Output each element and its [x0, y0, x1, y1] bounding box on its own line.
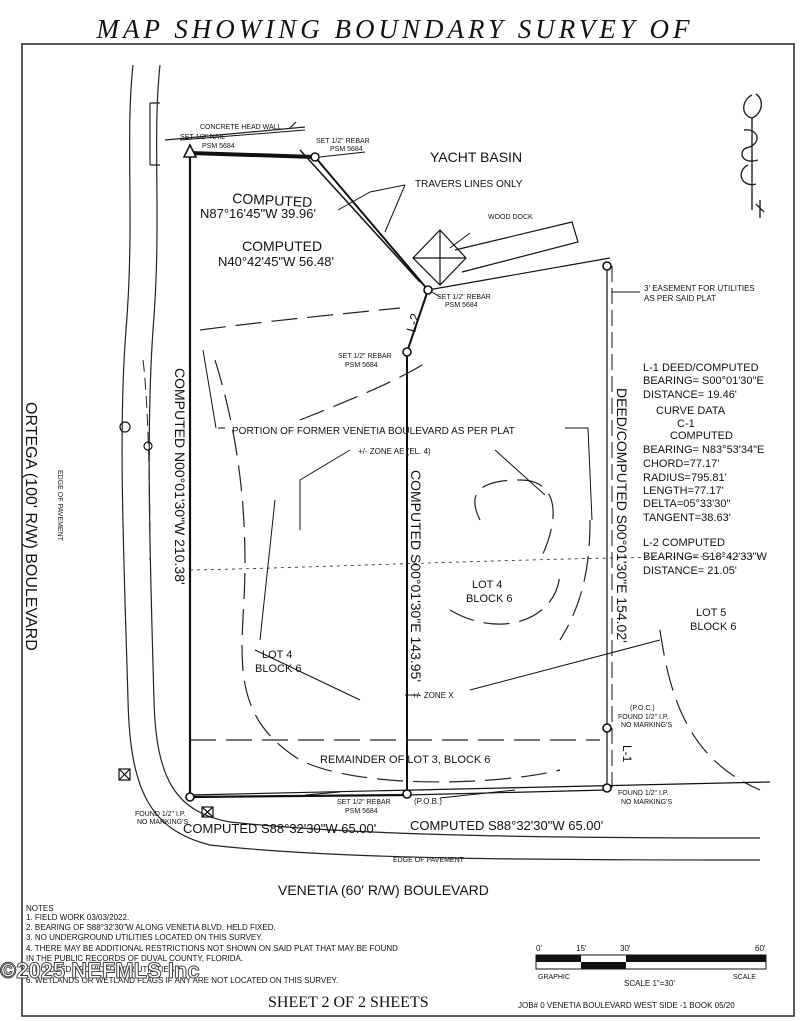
curve-row: L-2 COMPUTED	[643, 537, 725, 549]
label-lot5: LOT 5	[696, 607, 726, 619]
label-found-ip-1: FOUND 1/2" I.P.	[618, 714, 669, 721]
scale-tick: 60'	[755, 944, 766, 953]
wood-dock	[412, 221, 579, 286]
label-l2: L-2	[403, 312, 422, 334]
graphic-scale: 0' 15' 30' 60' GRAPHIC SCALE SCALE 1"=30…	[535, 944, 767, 988]
label-bottom-left-bearing: COMPUTED S88°32'30"W 65.00'	[183, 821, 376, 836]
boundary-lines	[188, 149, 771, 799]
scale-word-label: SCALE	[733, 974, 756, 981]
label-venetia: VENETIA (60' R/W) BOULEVARD	[278, 882, 489, 898]
note-line: 5. NO DEED PROVIDED FOR UTILITIES.	[26, 965, 176, 974]
label-n40: N40°42'45"W 56.48'	[218, 254, 334, 269]
label-concrete-head-wall: CONCRETE HEAD WALL	[200, 124, 282, 131]
label-found-ip-3: FOUND 1/2" I.P.	[135, 811, 186, 818]
label-set-rebar-4: SET 1/2" REBAR	[337, 799, 391, 806]
label-lot4-b: LOT 4	[262, 649, 292, 661]
sheet-number: SHEET 2 OF 2 SHEETS	[268, 994, 429, 1011]
curve-row: DELTA=05°33'30"	[643, 498, 730, 510]
label-zone-ae: +/- ZONE AE (EL. 4)	[358, 447, 431, 456]
label-rebar-psm-4: PSM 5684	[345, 808, 378, 815]
label-no-markings-1: NO MARKING'S	[621, 722, 672, 729]
job-number: JOB# 0 VENETIA BOULEVARD WEST SIDE -1 BO…	[518, 1001, 735, 1010]
curve-row: RADIUS=795.81'	[643, 472, 727, 484]
label-edge-pavement-left: EDGE OF PAVEMENT	[56, 470, 63, 542]
label-block6-c: BLOCK 6	[690, 621, 736, 633]
label-rebar-psm-2: PSM 5684	[445, 302, 478, 309]
label-set-nail: SET 1/2" NAIL	[180, 134, 225, 141]
note-line: 2. BEARING OF S88°32'30"W ALONG VENETIA …	[26, 923, 276, 932]
label-remainder: REMAINDER OF LOT 3, BLOCK 6	[320, 754, 490, 766]
label-left-bearing: COMPUTED N00°01'30"W 210.38'	[172, 368, 188, 585]
label-found-ip-2: FOUND 1/2" I.P.	[618, 790, 669, 797]
curve-row: BEARING= N83°53'34"E	[643, 444, 764, 456]
watermark: ©2025 NEFMLS Inc	[0, 958, 200, 983]
label-set-rebar-2: SET 1/2" REBAR	[437, 294, 491, 301]
curve-row: BEARING= S00°01'30"E	[643, 375, 764, 387]
label-pob: (P.O.B.)	[414, 797, 442, 806]
label-portion: PORTION OF FORMER VENETIA BOULEVARD AS P…	[232, 426, 515, 437]
flood-zone-lines	[190, 307, 761, 791]
label-ortega: ORTEGA (100' R/W) BOULEVARD	[22, 402, 39, 651]
marker-boxes	[118, 421, 214, 818]
curve-row: BEARING= S18°42'33"W	[643, 551, 767, 563]
label-no-markings-2: NO MARKING'S	[621, 799, 672, 806]
label-computed-1: COMPUTED	[232, 190, 313, 210]
label-block6-b: BLOCK 6	[255, 663, 301, 675]
label-easement-1: 3' EASEMENT FOR UTILITIES	[644, 284, 755, 293]
ortega-road-edges	[121, 64, 761, 861]
label-rebar-psm-1: PSM 5684	[330, 146, 363, 153]
curve-row: C-1	[677, 418, 695, 430]
curve-data-table: L-1 DEED/COMPUTED BEARING= S00°01'30"E D…	[643, 362, 767, 577]
scale-graphic-label: GRAPHIC	[538, 974, 570, 981]
note-line: 3. NO UNDERGROUND UTILITIES LOCATED ON T…	[26, 933, 263, 942]
sheet-border	[21, 43, 795, 1017]
label-right-bearing: DEED/COMPUTED S00°01'30"E 154.02'	[614, 388, 630, 643]
scale-tick: 0'	[536, 944, 542, 953]
map-title: MAP SHOWING BOUNDARY SURVEY OF	[96, 14, 694, 44]
label-l1: L-1	[620, 745, 634, 763]
label-computed-2: COMPUTED	[242, 238, 322, 254]
label-nail-psm: PSM 5684	[202, 143, 235, 150]
north-arrow-icon	[740, 93, 765, 218]
label-block6-a: BLOCK 6	[466, 593, 512, 605]
curve-row: LENGTH=77.17'	[643, 485, 724, 497]
label-easement-2: AS PER SAID PLAT	[644, 294, 716, 303]
note-line: 6. WETLANDS OR WETLAND FLAGS IF ANY ARE …	[26, 976, 338, 985]
concrete-head-wall	[149, 102, 306, 166]
label-wood-dock: WOOD DOCK	[488, 214, 533, 221]
label-no-markings-3: NO MARKING'S	[137, 819, 188, 826]
notes-block: NOTES 1. FIELD WORK 03/03/2022. 2. BEARI…	[26, 904, 398, 985]
scale-ratio: SCALE 1"=30'	[624, 979, 675, 988]
note-line: IN THE PUBLIC RECORDS OF DUVAL COUNTY, F…	[26, 954, 243, 963]
pavement-edges	[142, 359, 151, 561]
label-poc: (P.O.C.)	[630, 705, 655, 712]
curve-row: CURVE DATA	[656, 405, 726, 417]
note-line: NOTES	[26, 904, 54, 913]
curve-row: DISTANCE= 21.05'	[643, 565, 737, 577]
label-travers: TRAVERS LINES ONLY	[415, 179, 523, 190]
label-set-rebar-3: SET 1/2" REBAR	[338, 353, 392, 360]
label-center-bearing: COMPUTED S00°01'30"E 143.95'	[408, 470, 424, 682]
label-set-rebar-1: SET 1/2" REBAR	[316, 138, 370, 145]
leader-lines	[179, 129, 661, 799]
scale-tick: 15'	[576, 944, 587, 953]
curve-row: CHORD=77.17'	[643, 458, 719, 470]
label-n87: N87°16'45"W 39.96'	[200, 206, 316, 221]
curve-row: TANGENT=38.63'	[643, 512, 731, 524]
curve-row: COMPUTED	[670, 430, 733, 442]
curve-row: L-1 DEED/COMPUTED	[643, 362, 759, 374]
label-bottom-right-bearing: COMPUTED S88°32'30"W 65.00'	[410, 818, 603, 833]
scale-tick: 30'	[620, 944, 631, 953]
note-line: 1. FIELD WORK 03/03/2022.	[26, 913, 129, 922]
label-lot4-a: LOT 4	[472, 579, 502, 591]
survey-points	[182, 143, 612, 802]
label-edge-pavement-bottom: EDGE OF PAVEMENT	[393, 857, 465, 864]
label-zone-x: +/- ZONE X	[412, 691, 454, 700]
label-rebar-psm-3: PSM 5684	[345, 362, 378, 369]
curve-row: DISTANCE= 19.46'	[643, 389, 737, 401]
note-line: 4. THERE MAY BE ADDITIONAL RESTRICTIONS …	[26, 944, 398, 953]
label-yacht-basin: YACHT BASIN	[430, 149, 522, 165]
